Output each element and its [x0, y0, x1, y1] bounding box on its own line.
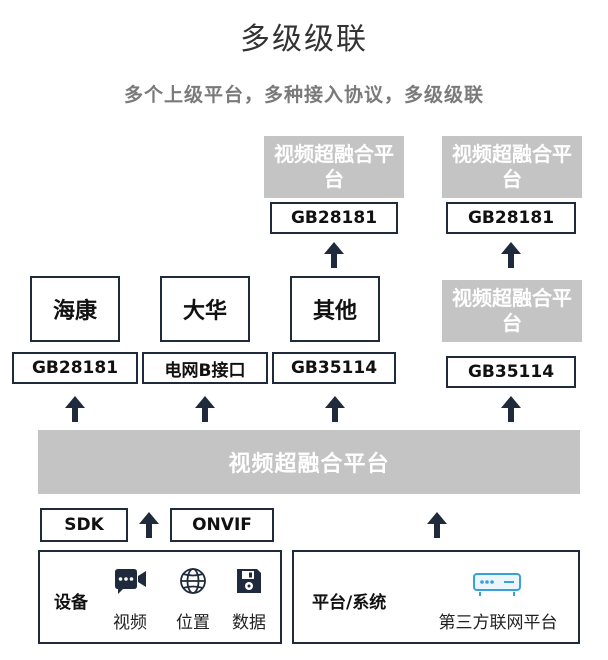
- arrow-up-icon: [323, 394, 347, 424]
- arrow-up-icon: [425, 510, 449, 540]
- arrow-up-icon: [499, 240, 523, 270]
- third-party-platform-label: 第三方联网平台: [438, 613, 558, 633]
- video-camera-icon: [112, 566, 148, 596]
- device-data-label: 数据: [232, 613, 266, 633]
- central-platform: 视频超融合平台: [38, 430, 580, 494]
- vendor-hikvision: 海康: [30, 276, 120, 342]
- systems-group: [292, 550, 580, 644]
- device-location-label: 位置: [176, 613, 210, 633]
- systems-label: 平台/系统: [312, 593, 387, 613]
- vendor-other: 其他: [290, 276, 380, 342]
- arrow-up-icon: [63, 394, 87, 424]
- vendor-hikvision-protocol: GB28181: [12, 352, 138, 384]
- arrow-up-icon: [499, 394, 523, 424]
- upper-platform-2: 视频超融合平台: [442, 136, 582, 198]
- protocol-sdk: SDK: [40, 508, 128, 542]
- server-icon: [472, 570, 522, 598]
- arrow-up-icon: [322, 240, 346, 270]
- arrow-up-icon: [137, 510, 161, 540]
- vendor-dahua-protocol: 电网B接口: [142, 352, 268, 384]
- vendor-other-protocol: GB35114: [272, 352, 396, 384]
- globe-icon: [178, 566, 208, 596]
- vendor-dahua: 大华: [160, 276, 250, 342]
- page-title: 多级级联: [240, 22, 368, 57]
- disk-icon: [235, 566, 263, 596]
- middle-platform: 视频超融合平台: [442, 280, 582, 342]
- middle-platform-protocol: GB35114: [446, 356, 576, 388]
- upper-platform-1-protocol: GB28181: [270, 202, 398, 234]
- device-video-label: 视频: [113, 613, 147, 633]
- upper-platform-1: 视频超融合平台: [264, 136, 404, 198]
- devices-group: [38, 550, 282, 644]
- protocol-onvif: ONVIF: [170, 508, 274, 542]
- arrow-up-icon: [193, 394, 217, 424]
- page-subtitle: 多个上级平台，多种接入协议，多级级联: [123, 84, 484, 106]
- devices-label: 设备: [54, 593, 88, 613]
- upper-platform-2-protocol: GB28181: [446, 202, 576, 234]
